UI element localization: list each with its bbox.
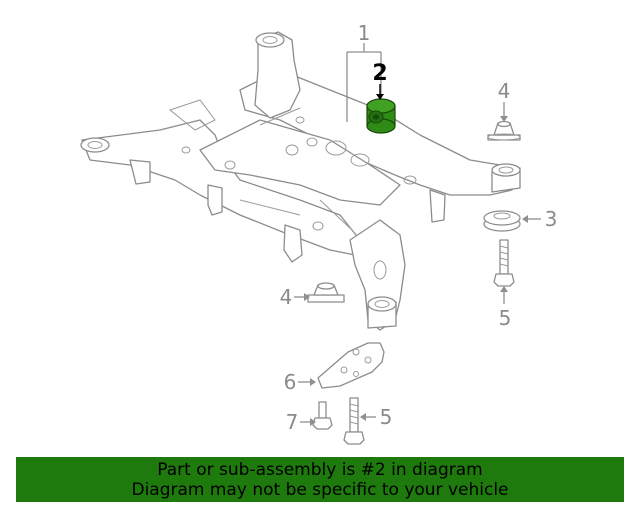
bolt-part-5-right: [493, 239, 515, 287]
callout-5-right: 5: [499, 306, 512, 330]
callout-3: 3: [545, 207, 558, 231]
rear-subframe: [80, 31, 521, 331]
parts-diagram: 1 2 4 3 5 4 6 7 5: [80, 21, 558, 445]
washer-part-3: [483, 210, 521, 232]
highlighted-bushing-part-2[interactable]: [366, 98, 396, 134]
callout-5-lower: 5: [380, 405, 393, 429]
mount-cushion-upper: [487, 120, 521, 141]
bolt-part-7: [312, 401, 333, 430]
info-banner: Part or sub-assembly is #2 in diagram Di…: [16, 457, 624, 502]
callout-2: 2: [372, 61, 387, 86]
mount-cushion-lower: [307, 282, 345, 303]
callout-1: 1: [358, 21, 371, 45]
banner-line-2: Diagram may not be specific to your vehi…: [131, 480, 509, 500]
leader-lines: [294, 43, 541, 426]
callout-6: 6: [284, 370, 297, 394]
bolt-part-5-lower: [343, 397, 365, 445]
callout-4-lower: 4: [280, 285, 293, 309]
callout-7: 7: [286, 410, 299, 434]
callout-4-upper: 4: [498, 79, 511, 103]
banner-line-1: Part or sub-assembly is #2 in diagram: [157, 460, 483, 480]
bracket-part-6: [317, 342, 385, 389]
